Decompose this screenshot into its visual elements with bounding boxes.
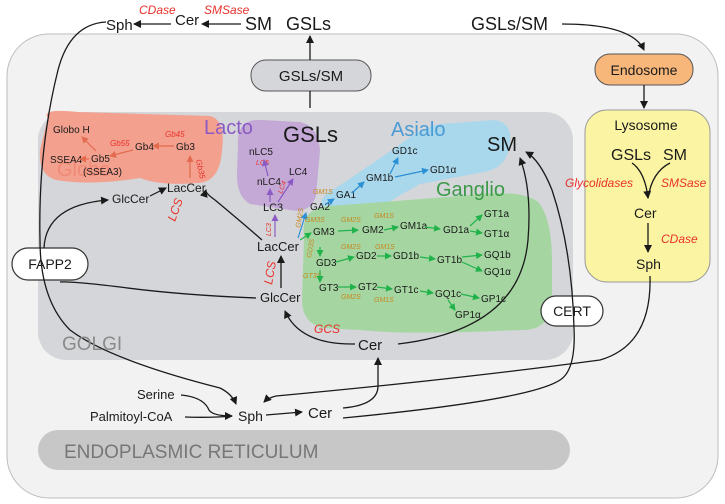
top-sm: SM xyxy=(245,14,272,34)
ganglio-gq1b: GQ1b xyxy=(484,250,511,261)
golgi-export-box xyxy=(250,59,372,92)
top-gsls-sm: GSLs/SM xyxy=(471,14,548,34)
asialo-ga2: GA2 xyxy=(310,202,330,213)
ganglio-gm1s-enzyme-2: GM1S xyxy=(375,244,395,251)
asialo-title: Asialo xyxy=(391,119,445,141)
lacto-lc3: LC3 xyxy=(263,202,283,214)
ganglio-gm2s-enzyme-2: GM2S xyxy=(341,244,361,251)
er-palmitoyl: Palmitoyl-CoA xyxy=(90,409,173,424)
globo-gb3: Gb3 xyxy=(176,142,195,153)
asialo-gm2s-enzyme: GM2S xyxy=(295,207,305,228)
golgi-lcs-enzyme: LCS xyxy=(261,260,279,285)
er-cer: Cer xyxy=(308,405,332,422)
lacto-lc3-enzyme: LC3 xyxy=(266,223,273,236)
lysosome-title: Lysosome xyxy=(614,117,678,133)
globo-laccer: LacCer xyxy=(167,181,206,195)
asialo-gd1c: GD1c xyxy=(392,146,418,157)
fapp2-label: FAPP2 xyxy=(28,256,72,272)
er-label: ENDOPLASMIC RETICULUM xyxy=(64,442,318,463)
lysosome-gsls: GSLs xyxy=(611,147,651,164)
lacto-lc4-enzyme: LC4 xyxy=(277,180,288,195)
golgi-gcs-enzyme: GCS xyxy=(314,322,340,336)
er-sph: Sph xyxy=(238,408,263,424)
globo-title: Globo xyxy=(57,159,110,181)
top-cdase-enzyme: CDase xyxy=(139,3,176,17)
fapp2-box xyxy=(11,247,89,281)
golgi-sm-title: SM xyxy=(487,134,517,156)
globo-gb45-enzyme: Gb45 xyxy=(165,130,185,139)
top-gsls: GSLs xyxy=(286,14,331,34)
golgi-export-label: GSLs/SM xyxy=(279,68,343,85)
asialo-gm1b: GM1b xyxy=(366,173,394,184)
globo-glccer: GlcCer xyxy=(112,192,149,206)
ganglio-gm2s-enzyme-3: GM2S xyxy=(341,294,361,301)
asialo-region xyxy=(321,120,511,227)
globo-ssea4: SSEA4 xyxy=(50,155,83,166)
lacto-nlc5: nLC5 xyxy=(249,147,273,158)
asialo-gd1a: GD1α xyxy=(430,165,457,176)
lysosome-cdase-enzyme: CDase xyxy=(661,232,698,246)
ganglio-gm2: GM2 xyxy=(362,225,384,236)
ganglio-gm3: GM3 xyxy=(313,227,335,238)
ganglio-gq1a: GQ1α xyxy=(484,267,511,278)
ganglio-gt2: GT2 xyxy=(358,282,378,293)
ganglio-gd2: GD2 xyxy=(356,251,377,262)
lysosome-smsase-enzyme: SMSase xyxy=(661,176,707,190)
golgi-gsls-title: GSLs xyxy=(283,122,338,147)
lacto-nlc4: nLC4 xyxy=(257,177,281,188)
lysosome-sm: SM xyxy=(663,147,687,164)
ganglio-gd1a: GD1a xyxy=(443,225,470,236)
ganglio-gt1b: GT1b xyxy=(437,255,462,266)
lacto-lc5-enzyme: LC5 xyxy=(256,160,269,167)
top-cer: Cer xyxy=(175,12,199,29)
lysosome-cer: Cer xyxy=(634,205,657,221)
er-compartment xyxy=(38,430,570,470)
lacto-region xyxy=(236,119,320,211)
cert-label: CERT xyxy=(553,303,591,319)
ganglio-gm1s-enzyme-3: GM1S xyxy=(374,297,394,304)
lacto-lc4: LC4 xyxy=(289,167,308,178)
lacto-title: Lacto xyxy=(204,117,253,139)
ganglio-gm1a: GM1a xyxy=(400,221,428,232)
globo-gb55-enzyme: Gb55 xyxy=(110,139,130,148)
golgi-label: GOLGI xyxy=(62,334,122,355)
globo-gb35-enzyme: Gb35 xyxy=(194,159,207,181)
er-serine: Serine xyxy=(137,387,175,402)
golgi-cer: Cer xyxy=(358,337,382,354)
ganglio-gd3s-enzyme: GD3S xyxy=(306,238,316,258)
globo-gb4: Gb4 xyxy=(135,142,154,153)
asialo-gm1s-enzyme: GM1S xyxy=(313,189,333,196)
ganglio-gd1b: GD1b xyxy=(393,251,420,262)
ganglio-gm3s-enzyme: GM3S xyxy=(305,217,325,224)
golgi-glccer: GlcCer xyxy=(260,290,301,305)
lysosome-sph: Sph xyxy=(636,256,661,272)
ganglio-gm2s-enzyme-1: GM2S xyxy=(341,217,361,224)
globo-gb5: Gb5 xyxy=(91,154,110,165)
ganglio-gt3s-enzyme: GT3S xyxy=(303,273,322,280)
globo-h: Globo H xyxy=(53,125,90,136)
ganglio-title: Ganglio xyxy=(436,179,505,201)
ganglio-gt1c: GT1c xyxy=(394,285,418,296)
lysosome-glycolidases-enzyme: Glycolidases xyxy=(565,176,633,190)
ganglio-gt1a: GT1a xyxy=(484,209,509,220)
endosome-label: Endosome xyxy=(611,62,678,78)
ganglio-gq1c: GQ1c xyxy=(435,289,461,300)
ganglio-region xyxy=(302,193,552,333)
ganglio-gp1a: GP1α xyxy=(455,310,481,321)
top-smsase-enzyme: SMSase xyxy=(204,3,250,17)
golgi-laccer: LacCer xyxy=(257,239,300,254)
globo-region xyxy=(39,110,223,184)
asialo-ga1: GA1 xyxy=(336,190,356,201)
ganglio-gm1s-enzyme-1: GM1S xyxy=(374,213,394,220)
ganglio-gt3: GT3 xyxy=(319,283,339,294)
top-sph: Sph xyxy=(106,17,133,34)
ganglio-gt1a-alpha: GT1α xyxy=(484,229,509,240)
ganglio-gp1c: GP1c xyxy=(481,294,506,305)
ganglio-gd3: GD3 xyxy=(316,258,337,269)
globo-ssea3: (SSEA3) xyxy=(83,167,122,178)
